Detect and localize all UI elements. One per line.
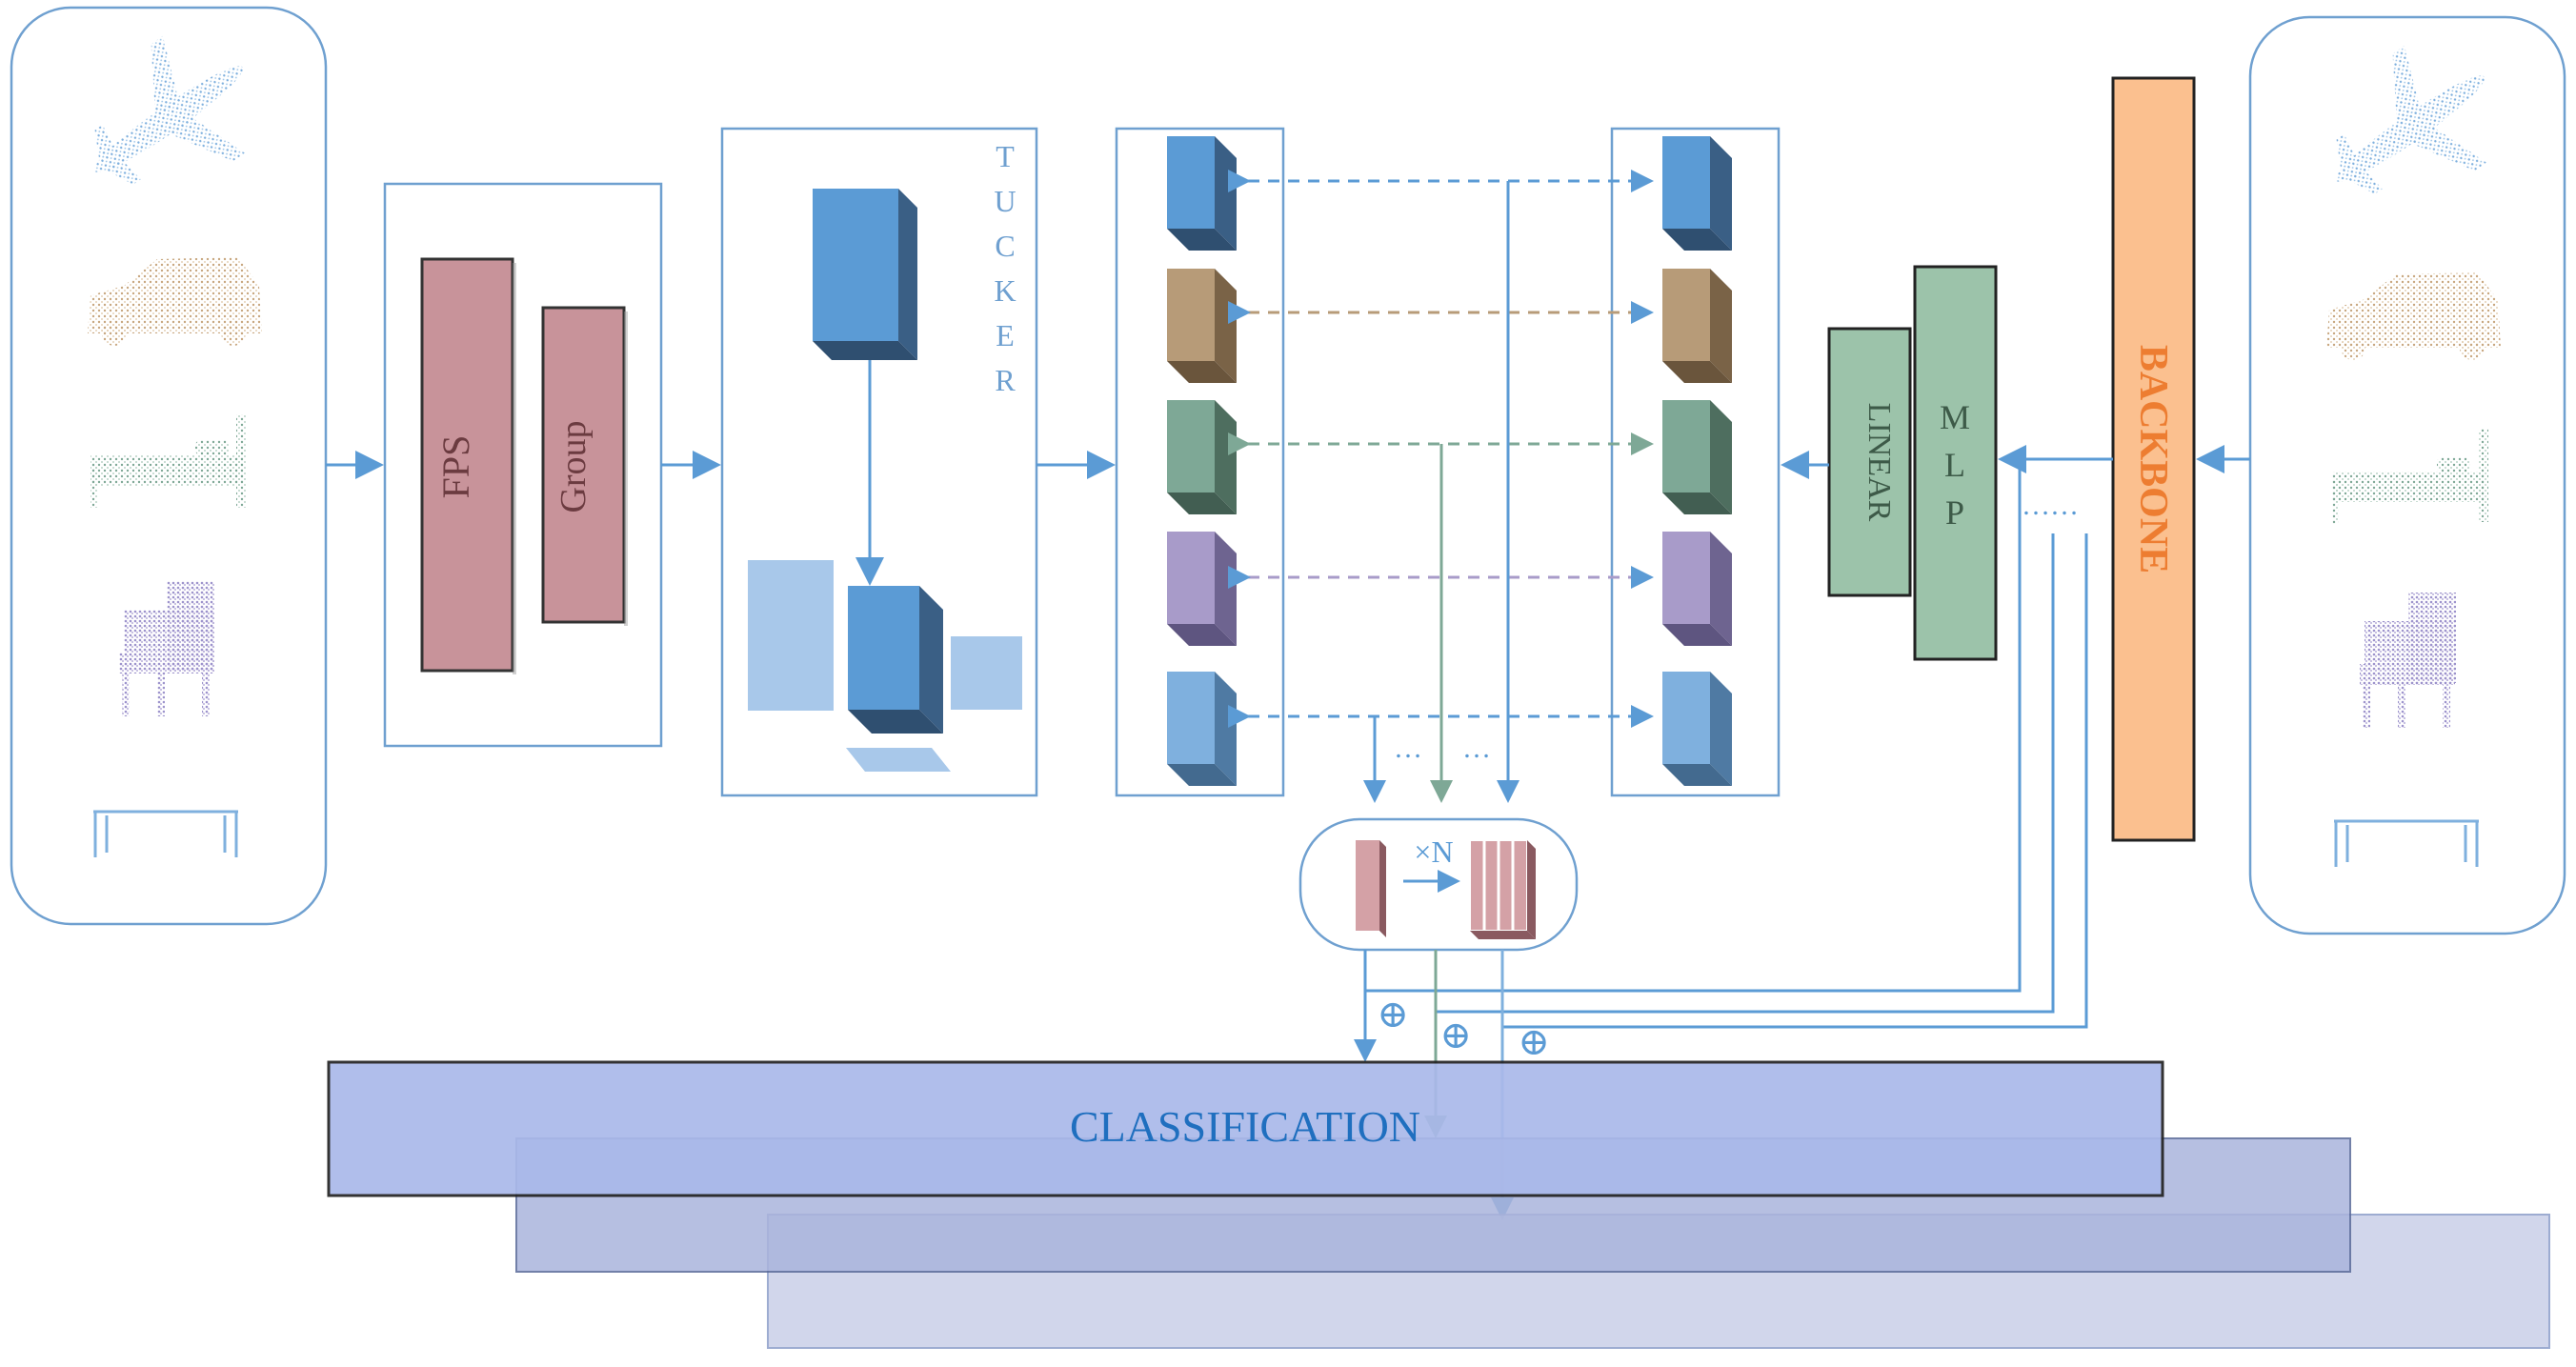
table-pointcloud-icon xyxy=(93,810,238,857)
oplus-3: ⊕ xyxy=(1518,1020,1550,1063)
svg-text:R: R xyxy=(995,363,1016,397)
token-cube-3 xyxy=(1167,400,1237,514)
backbone-skip-lines xyxy=(1365,459,2088,1029)
table-pointcloud-icon xyxy=(2334,819,2479,867)
left-input-panel xyxy=(10,6,328,926)
repeat-fusion-block: ×N xyxy=(1298,817,1579,952)
fusion-feed-lines xyxy=(1363,181,1519,803)
token-cube-4 xyxy=(1662,532,1732,646)
backbone-block: BACKBONE xyxy=(2111,76,2196,842)
stacked-blocks xyxy=(1469,839,1536,939)
svg-text:P: P xyxy=(1945,493,1964,532)
token-cube-5 xyxy=(1167,672,1237,786)
svg-text:M: M xyxy=(1940,398,1970,436)
token-cube-1 xyxy=(1167,136,1237,251)
mlp-block: M L P xyxy=(1913,265,1998,661)
tucker-label: T U C K E R xyxy=(994,139,1016,397)
chair-pointcloud-icon xyxy=(2360,593,2456,728)
oplus-2: ⊕ xyxy=(1439,1014,1472,1056)
svg-text:C: C xyxy=(995,229,1015,263)
mlp-label: M L P xyxy=(1940,398,1970,532)
core-tensor-cube xyxy=(848,586,943,734)
classification-stack: CLASSIFICATION xyxy=(327,1060,2550,1349)
linear-label: LINEAR xyxy=(1862,403,1897,522)
oplus-1: ⊕ xyxy=(1377,993,1409,1035)
group-block xyxy=(541,306,626,624)
airplane-pointcloud-icon xyxy=(2335,45,2486,194)
token-cube-2 xyxy=(1167,269,1237,383)
bed-pointcloud-icon xyxy=(91,414,246,508)
svg-text:K: K xyxy=(994,273,1016,308)
car-pointcloud-icon xyxy=(88,257,262,346)
input-tensor-cube xyxy=(813,189,917,360)
sampling-grouping-box: FPS Group xyxy=(383,182,663,748)
right-input-panel xyxy=(2248,15,2566,935)
svg-text:T: T xyxy=(996,139,1015,173)
airplane-pointcloud-icon xyxy=(93,35,245,185)
svg-text:L: L xyxy=(1944,446,1965,484)
oplus-symbols: ⊕ ⊕ ⊕ xyxy=(1377,993,1550,1063)
teacher-token-box xyxy=(1610,127,1781,797)
factor-matrix-left xyxy=(748,560,834,711)
token-cube-2 xyxy=(1662,269,1732,383)
factor-matrix-bottom xyxy=(846,748,951,772)
times-n-label: ×N xyxy=(1414,834,1453,869)
fps-block xyxy=(420,257,514,673)
group-label: Group xyxy=(553,420,594,513)
linear-block: LINEAR xyxy=(1827,327,1912,597)
token-cube-1 xyxy=(1662,136,1732,251)
svg-text:E: E xyxy=(996,318,1015,352)
token-cube-4 xyxy=(1167,532,1237,646)
tucker-decomposition-box: T U C K E R xyxy=(720,127,1038,797)
backbone-label: BACKBONE xyxy=(2131,345,2175,573)
token-cube-3 xyxy=(1662,400,1732,514)
ellipsis-right: … xyxy=(1462,733,1491,764)
token-alignment-arrows xyxy=(1228,170,1654,728)
dotted-ellipsis: …… xyxy=(2022,490,2079,521)
svg-text:U: U xyxy=(994,184,1016,218)
token-cube-5 xyxy=(1662,672,1732,786)
ellipsis-left: … xyxy=(1394,733,1422,764)
student-token-box xyxy=(1115,127,1285,797)
bed-pointcloud-icon xyxy=(2332,429,2488,524)
fps-label: FPS xyxy=(434,435,477,499)
chair-pointcloud-icon xyxy=(119,581,214,716)
factor-matrix-right xyxy=(951,636,1022,710)
car-pointcloud-icon xyxy=(2326,272,2501,360)
classification-label: CLASSIFICATION xyxy=(1070,1102,1420,1151)
